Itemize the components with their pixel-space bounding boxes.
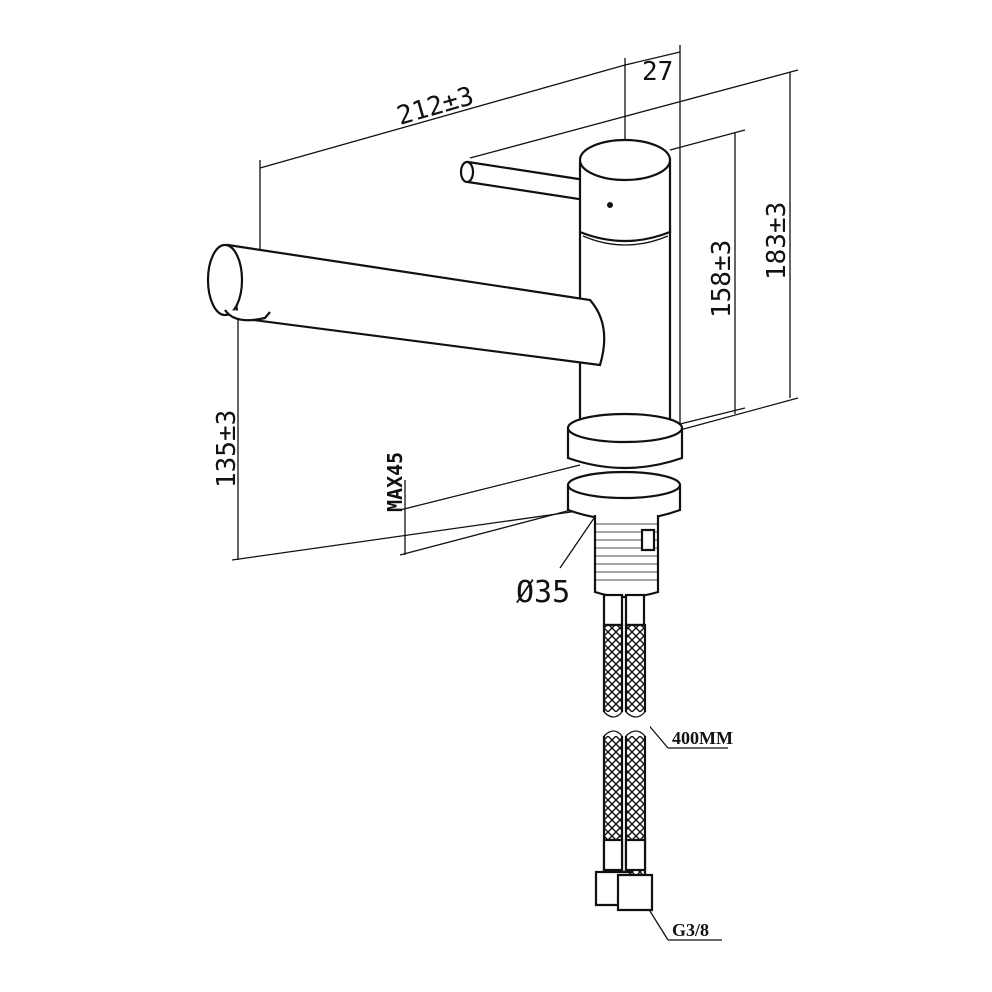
hoses	[594, 593, 654, 912]
handle-diameter-label: 27	[642, 57, 673, 87]
total-height-label: 183±3	[762, 202, 792, 280]
max-deck-label: MAX45	[383, 452, 407, 512]
body-height-label: 158±3	[707, 240, 737, 318]
spout-reach-label: 212±3	[394, 81, 478, 131]
hose-length-label: 400MM	[672, 728, 733, 748]
spout-height-label: 135±3	[212, 410, 242, 488]
thread-label: G3/8	[672, 920, 709, 940]
faucet-body	[206, 138, 684, 912]
hole-diameter-label: Ø35	[516, 575, 570, 610]
dimension-lines	[231, 45, 799, 941]
